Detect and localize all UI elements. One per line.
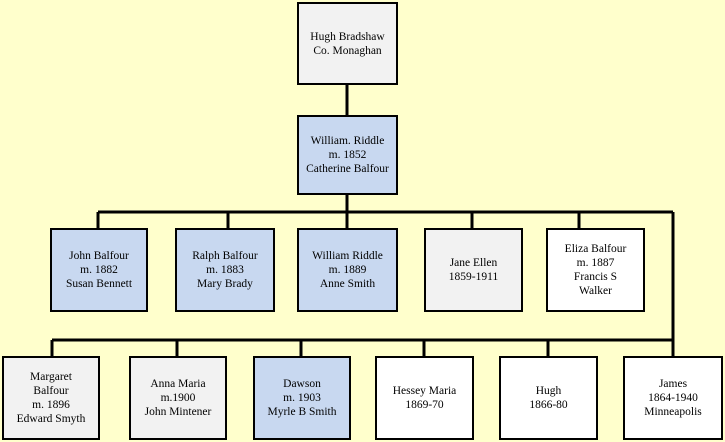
node-ralph-balfour[interactable]: Ralph Balfour m. 1883 Mary Brady — [175, 228, 275, 312]
node-james[interactable]: James 1864-1940 Minneapolis — [623, 356, 723, 440]
node-hugh[interactable]: Hugh 1866-80 — [499, 356, 598, 440]
node-william-riddle-1889[interactable]: William Riddle m. 1889 Anne Smith — [297, 228, 398, 312]
node-anna-maria[interactable]: Anna Maria m.1900 John Mintener — [129, 356, 227, 440]
node-john-balfour[interactable]: John Balfour m. 1882 Susan Bennett — [50, 228, 148, 312]
node-dawson[interactable]: Dawson m. 1903 Myrle B Smith — [253, 356, 351, 440]
node-margaret-balfour[interactable]: Margaret Balfour m. 1896 Edward Smyth — [2, 356, 100, 440]
node-eliza-balfour[interactable]: Eliza Balfour m. 1887 Francis S Walker — [546, 228, 645, 312]
node-jane-ellen[interactable]: Jane Ellen 1859-1911 — [424, 228, 523, 312]
node-hugh-bradshaw[interactable]: Hugh Bradshaw Co. Monaghan — [297, 2, 398, 85]
node-hessey-maria[interactable]: Hessey Maria 1869-70 — [375, 356, 474, 440]
node-william-riddle-1852[interactable]: William. Riddle m. 1852 Catherine Balfou… — [297, 115, 398, 195]
